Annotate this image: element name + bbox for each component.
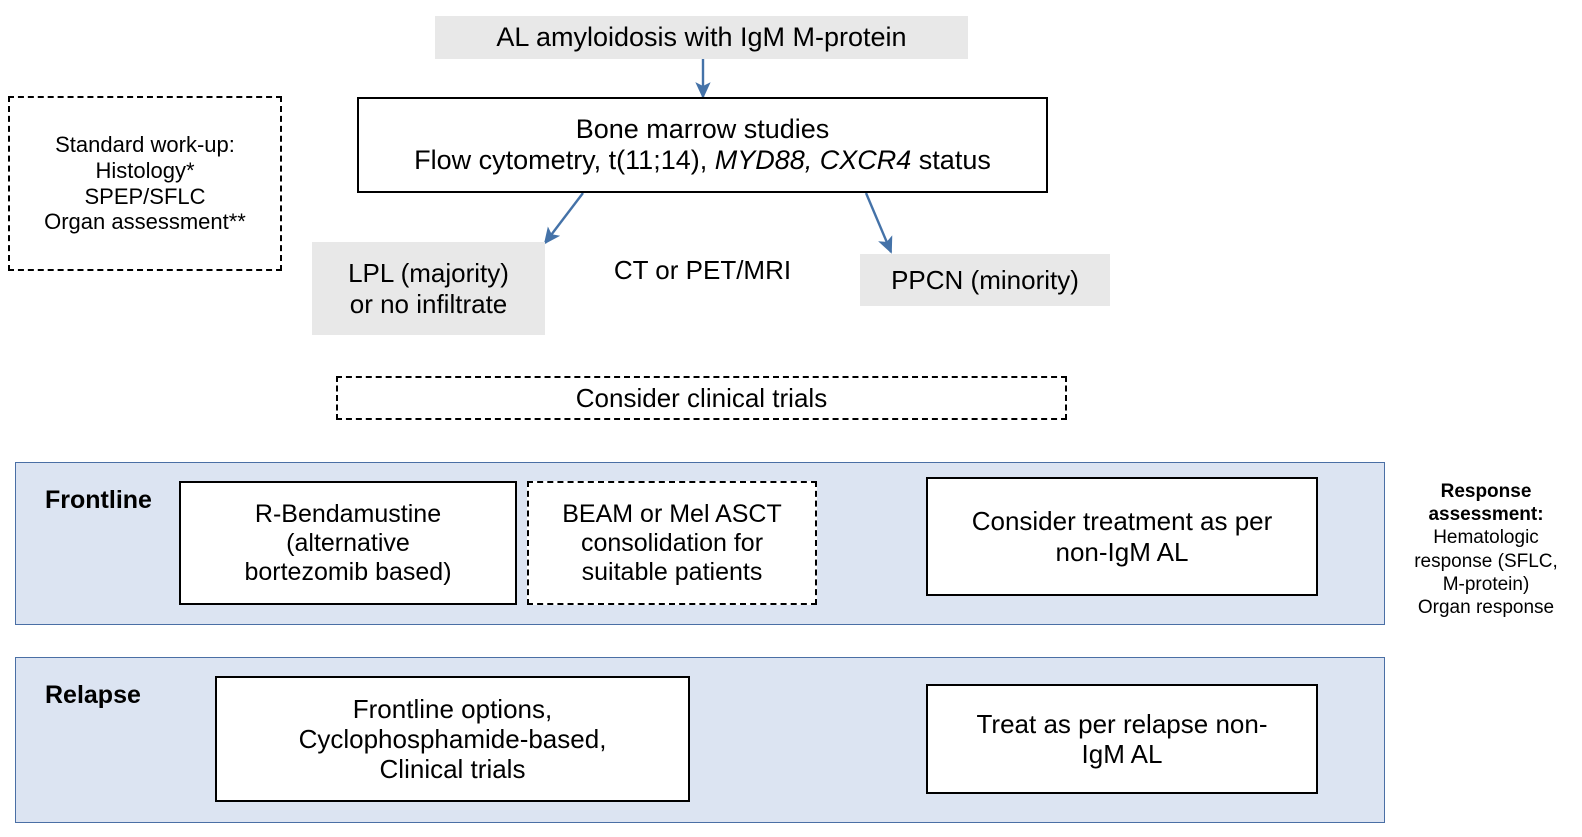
relapse-box-frontline-options: Frontline options, Cyclophosphamide-base…: [215, 676, 690, 802]
arrow-bonemarrow-to-lpl: [543, 192, 584, 245]
bm-detail-b: status: [911, 145, 991, 175]
rl-box1-line2: Cyclophosphamide-based,: [298, 723, 607, 754]
response-heading-line1: Response: [1440, 481, 1532, 502]
frontline-label-text: Frontline: [45, 485, 152, 514]
fl-box2-line1: BEAM or Mel ASCT: [562, 499, 782, 528]
relapse-box-non-igm-treatment: Treat as per relapse non- IgM AL: [926, 684, 1318, 794]
ppcn-outcome-box: PPCN (minority): [860, 254, 1110, 306]
workup-organ-assessment: Organ assessment**: [44, 209, 246, 235]
rl-box1-line3: Clinical trials: [379, 754, 526, 785]
frontline-box-non-igm-treatment: Consider treatment as per non-IgM AL: [926, 477, 1318, 596]
response-line-hematologic: Hematologic: [1433, 527, 1539, 549]
workup-title: Standard work-up:: [55, 132, 235, 158]
rl-box2-line1: Treat as per relapse non-: [976, 708, 1268, 739]
bone-marrow-studies-box: Bone marrow studies Flow cytometry, t(11…: [357, 97, 1048, 193]
response-line-organ: Organ response: [1417, 596, 1555, 618]
fl-box3-line1: Consider treatment as per: [971, 506, 1273, 537]
rl-box2-line2: IgM AL: [1081, 739, 1163, 769]
response-assessment-note: Response assessment: Hematologic respons…: [1396, 480, 1576, 619]
bm-gene-names: MYD88, CXCR4: [714, 145, 912, 175]
relapse-band-label: Relapse: [45, 665, 195, 725]
lpl-line-2: or no infiltrate: [349, 288, 508, 319]
response-heading-line2: assessment:: [1428, 504, 1544, 526]
fl-box1-line3: bortezomib based): [244, 557, 452, 586]
bm-detail-a: Flow cytometry, t(11;14),: [414, 145, 715, 175]
response-line-sflc: response (SFLC,: [1414, 550, 1558, 572]
ppcn-text: PPCN (minority): [891, 264, 1079, 295]
diagnosis-label: AL amyloidosis with IgM M-protein: [496, 21, 907, 52]
fl-box1-line2: (alternative: [286, 528, 410, 557]
fl-box2-line2: consolidation for: [580, 528, 764, 557]
frontline-box-asct-consolidation: BEAM or Mel ASCT consolidation for suita…: [527, 481, 817, 605]
imaging-label: CT or PET/MRI: [585, 250, 820, 290]
relapse-label-text: Relapse: [45, 680, 141, 709]
lpl-outcome-box: LPL (majority) or no infiltrate: [312, 242, 545, 335]
clinical-trials-text: Consider clinical trials: [575, 382, 828, 413]
rl-box1-line1: Frontline options,: [352, 693, 553, 724]
bone-marrow-title: Bone marrow studies: [575, 113, 830, 144]
fl-box1-line1: R-Bendamustine: [254, 499, 442, 528]
frontline-box-r-bendamustine: R-Bendamustine (alternative bortezomib b…: [179, 481, 517, 605]
standard-workup-box: Standard work-up: Histology* SPEP/SFLC O…: [8, 96, 282, 271]
fl-box3-line2: non-IgM AL: [1055, 536, 1189, 567]
lpl-line-1: LPL (majority): [348, 258, 509, 289]
workup-histology: Histology*: [95, 157, 195, 183]
frontline-band-label: Frontline: [45, 470, 195, 530]
workup-spep-sflc: SPEP/SFLC: [84, 183, 206, 209]
fl-box2-line3: suitable patients: [581, 557, 763, 586]
arrow-bonemarrow-to-ppcn: [864, 192, 893, 254]
imaging-text: CT or PET/MRI: [613, 254, 792, 285]
diagnosis-box: AL amyloidosis with IgM M-protein: [435, 16, 968, 59]
clinical-trials-box: Consider clinical trials: [336, 376, 1067, 420]
response-line-mprotein: M-protein): [1442, 573, 1530, 595]
bone-marrow-detail: Flow cytometry, t(11;14), MYD88, CXCR4 s…: [414, 145, 991, 176]
